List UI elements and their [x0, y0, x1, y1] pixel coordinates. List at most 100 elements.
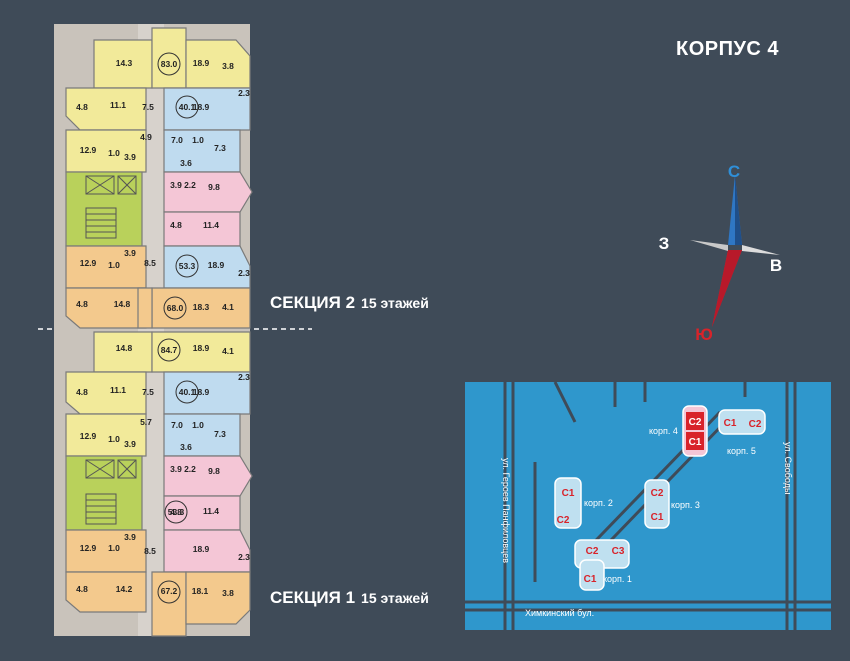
map-street-panfilovtsev: ул. Героев Панфиловцев: [501, 458, 511, 563]
section1-room-area-11: 1.0: [108, 434, 120, 444]
section1-room-area-18: 3.9: [170, 464, 182, 474]
section1-room-area-15: 1.0: [192, 420, 204, 430]
section1-room-area-27: 8.5: [144, 546, 156, 556]
section1-room-area-12: 3.9: [124, 439, 136, 449]
map-k2-c2: С2: [557, 515, 570, 526]
section2-room-area-10: 4.9: [140, 132, 152, 142]
section2-room-area-32: 68.0: [167, 303, 184, 313]
map-label-korp2: корп. 2: [584, 498, 613, 508]
section1-room-area-16: 7.3: [214, 429, 226, 439]
map-k3-c2: С2: [651, 488, 664, 499]
section1-room-area-3: 4.1: [222, 346, 234, 356]
section1-room-area-29: 2.3: [238, 552, 250, 562]
section1-room-area-28: 18.9: [193, 544, 210, 554]
section2-room-area-25: 3.9: [124, 248, 136, 258]
section1-room-area-2: 18.9: [193, 343, 210, 353]
section1-room-area-19: 2.2: [184, 464, 196, 474]
section2-room-area-24: 1.0: [108, 260, 120, 270]
section1-room-area-26: 3.9: [124, 532, 136, 542]
compass-north: С: [728, 162, 740, 181]
section2-room-area-19: 2.2: [184, 180, 196, 190]
section2-room-area-3: 3.8: [222, 61, 234, 71]
map-k4-c1: С1: [689, 437, 702, 448]
section1-room-area-13: 5.7: [140, 417, 152, 427]
section1-room-area-31: 14.2: [116, 584, 133, 594]
map-k2-c1: С1: [562, 488, 575, 499]
section2-room-area-14: 7.0: [171, 135, 183, 145]
section2-room-area-18: 3.9: [170, 180, 182, 190]
section1-room-area-20: 9.8: [208, 466, 220, 476]
section2-room-area-12: 1.0: [108, 148, 120, 158]
section2-room-area-31: 14.8: [114, 299, 131, 309]
section2-room-area-33: 18.3: [193, 302, 210, 312]
section2-room-area-15: 1.0: [192, 135, 204, 145]
section-2-floors: 15 этажей: [361, 295, 429, 311]
map-k3-c1: С1: [651, 512, 664, 523]
map-label-korp5: корп. 5: [727, 446, 756, 456]
map-k1-c2: С2: [586, 546, 599, 557]
section1-room-area-17: 3.6: [180, 442, 192, 452]
section1-room-area-10: 12.9: [80, 431, 97, 441]
section1-room-area-8: 18.9: [193, 387, 210, 397]
map-k5-c2: С2: [749, 419, 762, 430]
section2-room-area-34: 4.1: [222, 302, 234, 312]
section-2-label: СЕКЦИЯ 2 15 этажей: [270, 293, 429, 313]
section2-room-area-27: 53.3: [179, 261, 196, 271]
section1-room-area-9: 2.3: [238, 372, 250, 382]
section2-room-area-29: 2.3: [238, 268, 250, 278]
section2-room-area-6: 7.5: [142, 102, 154, 112]
section2-room-area-13: 3.9: [124, 152, 136, 162]
map-k4-c2: С2: [689, 417, 702, 428]
section1-room-area-30: 4.8: [76, 584, 88, 594]
site-map: С2 С1 С1 С2 С1 С2 С2 С1 С2 С3 С1 корп. 4…: [465, 382, 831, 630]
map-label-korp1: корп. 1: [603, 574, 632, 584]
section2-room-area-2: 18.9: [193, 58, 210, 68]
section1-room-area-33: 18.1: [192, 586, 209, 596]
map-label-korp4: корп. 4: [649, 426, 678, 436]
section1-room-area-1: 84.7: [161, 345, 178, 355]
section1-room-area-4: 4.8: [76, 387, 88, 397]
map-k1-c1: С1: [584, 574, 597, 585]
map-street-khimkinsky: Химкинский бул.: [525, 608, 594, 618]
section1-room-area-7: 40.1: [179, 387, 196, 397]
map-label-korp3: корп. 3: [671, 500, 700, 510]
section2-room-area-5: 11.1: [110, 100, 126, 110]
section2-room-area-4: 4.8: [76, 102, 88, 112]
section2-room-area-8: 18.9: [193, 102, 210, 112]
map-street-svobody: ул. Свободы: [783, 442, 793, 494]
page-title: КОРПУС 4: [676, 38, 780, 60]
section2-room-area-0: 14.3: [116, 58, 133, 68]
section-1-label: СЕКЦИЯ 1 15 этажей: [270, 588, 429, 608]
section1-room-area-6: 7.5: [142, 387, 154, 397]
section1-room-area-21: 4.8: [170, 507, 182, 517]
section1-room-area-34: 3.8: [222, 588, 234, 598]
section1-room-area-32: 67.2: [161, 586, 178, 596]
compass-west: З: [659, 234, 670, 253]
section2-room-area-7: 40.1: [179, 102, 196, 112]
section2-room-area-16: 7.3: [214, 143, 226, 153]
section1-room-area-0: 14.8: [116, 343, 133, 353]
section-1-name: СЕКЦИЯ 1: [270, 588, 356, 607]
section2-room-area-11: 12.9: [80, 145, 97, 155]
map-k5-c1: С1: [724, 418, 737, 429]
section1-room-area-22: 53.3: [168, 507, 185, 517]
section-1-floors: 15 этажей: [361, 590, 429, 606]
section2-room-area-26: 8.5: [144, 258, 156, 268]
section1-room-area-14: 7.0: [171, 420, 183, 430]
section-2-name: СЕКЦИЯ 2: [270, 293, 356, 312]
section1-room-area-24: 12.9: [80, 543, 97, 553]
compass-south: Ю: [695, 325, 713, 344]
section1-room-area-25: 1.0: [108, 543, 120, 553]
section2-room-area-9: 2.3: [238, 88, 250, 98]
section1-room-area-23: 11.4: [203, 506, 219, 516]
section2-room-area-22: 11.4: [203, 220, 219, 230]
section2-room-area-17: 3.6: [180, 158, 192, 168]
map-k1-c3: С3: [612, 546, 625, 557]
section2-room-area-1: 83.0: [161, 59, 178, 69]
section1-room-area-5: 11.1: [110, 385, 126, 395]
section2-room-area-20: 9.8: [208, 182, 220, 192]
compass-east: В: [770, 256, 782, 275]
section2-room-area-21: 4.8: [170, 220, 182, 230]
compass: С Ю З В: [659, 162, 782, 344]
